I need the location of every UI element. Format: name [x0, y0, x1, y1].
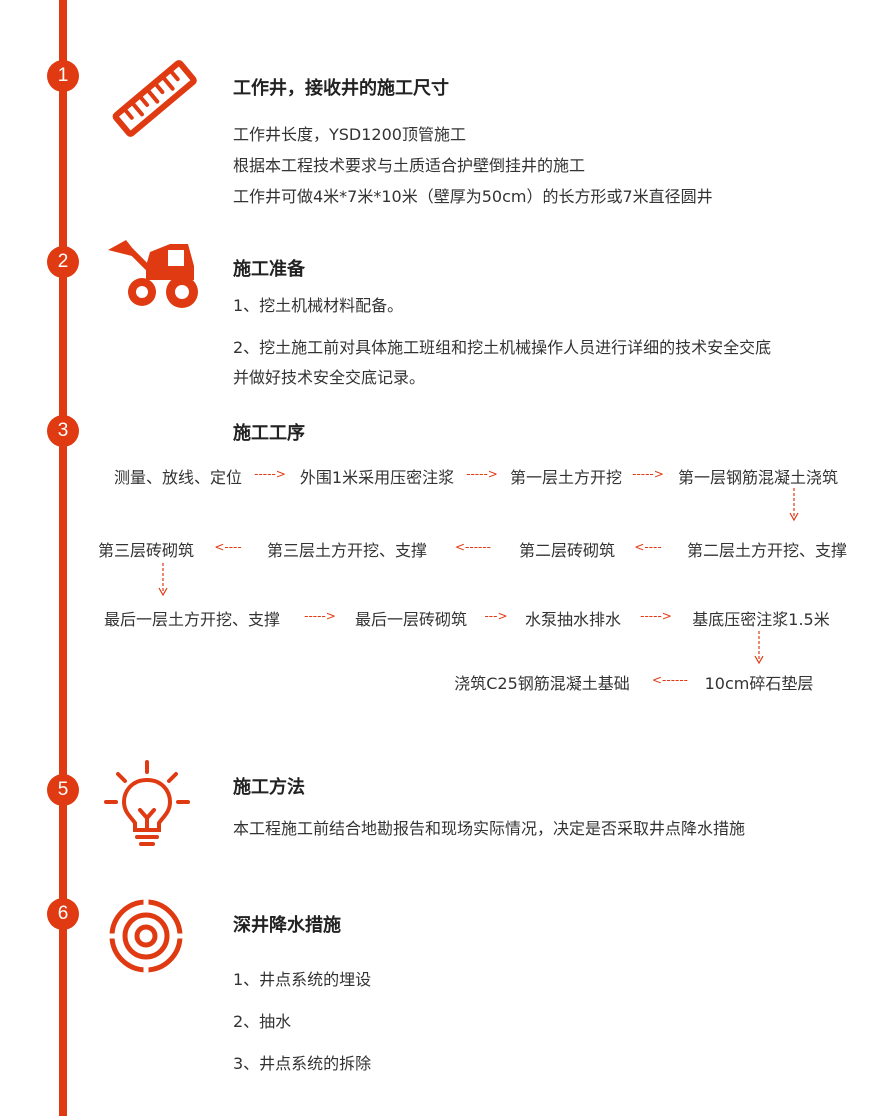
section-6-line-2: 2、抽水 — [233, 1012, 292, 1031]
section-5-line-1: 本工程施工前结合地勘报告和现场实际情况，决定是否采取井点降水措施 — [233, 819, 746, 838]
section-title-1: 工作井，接收井的施工尺寸 — [233, 78, 449, 99]
flow-arrow-right: -----> — [466, 467, 498, 481]
flow-arrow-right: ---> — [484, 609, 508, 623]
flow-arrow-right: -----> — [304, 609, 336, 623]
flow-arrow-left: <------ — [454, 540, 492, 554]
section-title-2: 施工准备 — [233, 259, 305, 280]
step-badge-5: 5 — [47, 774, 79, 806]
flow-node: 水泵抽水排水 — [524, 610, 622, 629]
flow-node: 浇筑C25钢筋混凝土基础 — [454, 674, 630, 693]
flow-node: 最后一层砖砌筑 — [354, 610, 468, 629]
flow-arrow-right: -----> — [254, 467, 286, 481]
flow-node: 第二层砖砌筑 — [518, 541, 616, 560]
flow-node: 测量、放线、定位 — [113, 468, 243, 487]
flow-arrow-left: <------ — [651, 673, 689, 687]
flow-arrow-left: <---- — [634, 540, 662, 554]
ruler-icon — [112, 60, 197, 137]
step-badge-3: 3 — [47, 415, 79, 447]
section-1-line-1: 工作井长度，YSD1200顶管施工 — [233, 125, 466, 144]
flow-arrow-down — [754, 631, 764, 665]
section-title-3: 施工工序 — [233, 423, 305, 444]
flow-arrow-right: -----> — [632, 467, 664, 481]
flow-node: 外围1米采用压密注浆 — [299, 468, 455, 487]
target-icon — [108, 898, 184, 974]
section-2-line-2: 2、挖土施工前对具体施工班组和挖土机械操作人员进行详细的技术安全交底 — [233, 338, 772, 357]
section-2-line-3: 并做好技术安全交底记录。 — [233, 368, 426, 387]
step-badge-2: 2 — [47, 246, 79, 278]
section-1-line-3: 工作井可做4米*7米*10米（壁厚为50cm）的长方形或7米直径圆井 — [233, 187, 713, 206]
flow-arrow-down — [158, 563, 168, 597]
section-6-line-1: 1、井点系统的埋设 — [233, 970, 372, 989]
loader-tractor-icon — [108, 240, 198, 308]
timeline-line — [59, 0, 67, 1116]
step-badge-1: 1 — [47, 60, 79, 92]
flow-node: 10cm碎石垫层 — [704, 674, 814, 693]
section-2-line-1: 1、挖土机械材料配备。 — [233, 296, 404, 315]
step-badge-6: 6 — [47, 898, 79, 930]
flow-node: 第三层砖砌筑 — [97, 541, 195, 560]
lightbulb-icon — [104, 760, 190, 846]
flow-node: 第一层土方开挖 — [509, 468, 623, 487]
flow-arrow-down — [789, 488, 799, 522]
section-6-line-3: 3、井点系统的拆除 — [233, 1054, 372, 1073]
section-1-line-2: 根据本工程技术要求与土质适合护壁倒挂井的施工 — [233, 156, 586, 175]
flow-arrow-left: <---- — [214, 540, 242, 554]
flow-node: 基底压密注浆1.5米 — [692, 610, 830, 629]
flow-node: 第三层土方开挖、支撑 — [266, 541, 428, 560]
flow-node: 第一层钢筋混凝土浇筑 — [677, 468, 839, 487]
section-title-6: 深井降水措施 — [233, 915, 341, 936]
flow-arrow-right: -----> — [640, 609, 672, 623]
flow-node: 第二层土方开挖、支撑 — [686, 541, 848, 560]
section-title-5: 施工方法 — [233, 777, 305, 798]
flow-node: 最后一层土方开挖、支撑 — [103, 610, 281, 629]
